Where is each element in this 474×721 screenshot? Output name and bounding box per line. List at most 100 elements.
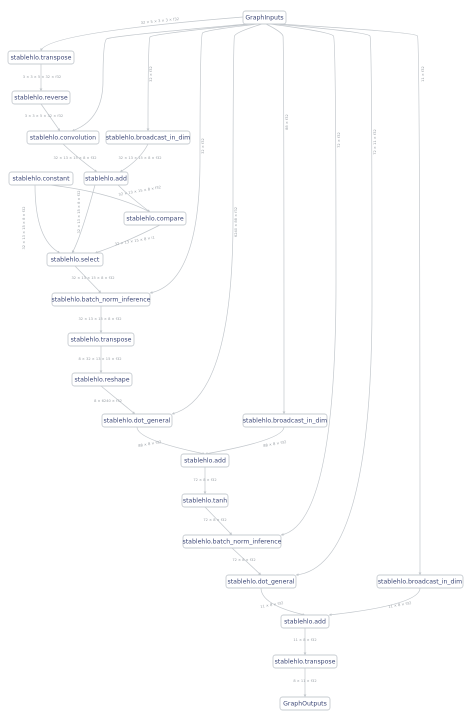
node-dot1[interactable]: stablehlo.dot_general [101,413,173,428]
node-label: stablehlo.dot_general [228,579,295,586]
node-constant[interactable]: stablehlo.constant [8,171,74,186]
node-inputs[interactable]: GraphInputs [242,10,287,25]
edge-label-bni1-to-transpose2: 32 × 13 × 15 × 8 × f32 [78,317,121,321]
edge-label-add3-to-transpose3: 11 × 8 × f32 [293,638,316,642]
edge-label-bni2-to-dot2: 72 × 8 × f32 [232,558,255,562]
edge-inputs-to-bni2 [269,23,337,536]
edge-tanh-to-bni2 [204,506,233,536]
node-bni2[interactable]: stablehlo.batch_norm_inference [182,534,282,549]
node-box[interactable] [51,292,151,307]
node-box[interactable] [182,534,282,549]
node-label: stablehlo.transpose [71,337,132,344]
node-label: stablehlo.add [284,619,326,626]
node-tanh[interactable]: stablehlo.tanh [181,493,229,508]
node-label: stablehlo.dot_general [104,418,171,425]
edge-select-to-bni1 [74,265,102,294]
node-label: stablehlo.batch_norm_inference [183,539,282,546]
node-reshape[interactable]: stablehlo.reshape [71,372,133,387]
node-box[interactable] [279,696,331,711]
node-box[interactable] [181,493,229,508]
node-label: stablehlo.broadcast_in_dim [106,135,190,142]
node-box[interactable] [123,211,187,226]
node-label: stablehlo.constant [12,176,70,183]
edge-bcast2-to-add2 [204,426,285,455]
node-box[interactable] [71,372,133,387]
node-reverse[interactable]: stablehlo.reverse [11,90,71,105]
edge-bcast1-to-add1 [119,143,149,173]
edge-label-conv-to-add1: 32 × 13 × 15 × 8 × f32 [53,156,96,160]
node-box[interactable] [46,252,104,267]
node-box[interactable] [11,90,71,105]
edge-reshape-to-dot1 [100,385,136,415]
edges-layer [34,16,422,698]
edge-label-add2-to-tanh: 72 × 8 × f32 [193,478,216,482]
edge-conv-to-add1 [62,143,98,173]
node-label: stablehlo.broadcast_in_dim [243,418,327,425]
edge-inputs-to-dot1 [171,23,263,415]
node-select[interactable]: stablehlo.select [46,252,104,267]
node-box[interactable] [101,413,173,428]
node-box[interactable] [7,50,75,65]
edge-label-constant-to-select: 32 × 13 × 15 × 8 × f32 [22,206,26,249]
edge-label-dot2-to-add3: 11 × 8 × f32 [260,601,284,609]
node-add3[interactable]: stablehlo.add [280,614,330,629]
edge-dot1-to-add2 [136,426,206,455]
node-box[interactable] [26,130,100,145]
nodes-layer: GraphInputs stablehlo.transpose stablehlo.… [7,10,464,711]
node-transpose2[interactable]: stablehlo.transpose [67,332,135,347]
node-transpose3[interactable]: stablehlo.transpose [272,654,338,669]
node-label: stablehlo.reshape [74,377,129,384]
edge-label-add1-to-select: 32 × 13 × 15 × 8 × f32 [77,190,81,233]
node-bcast1[interactable]: stablehlo.broadcast_in_dim [105,130,191,145]
node-box[interactable] [242,413,328,428]
node-box[interactable] [242,10,287,25]
node-compare[interactable]: stablehlo.compare [123,211,187,226]
edge-label-reshape-to-dot1: 8 × 6240 × f32 [94,399,122,403]
node-dot2[interactable]: stablehlo.dot_general [225,574,297,589]
node-bcast3[interactable]: stablehlo.broadcast_in_dim [376,574,464,589]
node-label: stablehlo.add [184,458,226,465]
edge-label-inputs-to-bni2: 72 × f32 [337,132,341,148]
node-label: GraphOutputs [283,701,327,708]
node-transpose1[interactable]: stablehlo.transpose [7,50,75,65]
node-box[interactable] [272,654,338,669]
node-label: stablehlo.transpose [275,659,336,666]
node-label: stablehlo.broadcast_in_dim [378,579,462,586]
edge-label-bcast3-to-add3: 11 × 8 × f32 [388,601,412,609]
node-conv[interactable]: stablehlo.convolution [26,130,100,145]
node-add1[interactable]: stablehlo.add [83,171,129,186]
edge-inputs-to-bcast2 [265,23,286,415]
node-box[interactable] [83,171,129,186]
edge-label-tanh-to-bni2: 72 × 8 × f32 [203,518,226,522]
edge-add1-to-select [71,184,96,254]
node-bni1[interactable]: stablehlo.batch_norm_inference [51,292,151,307]
node-box[interactable] [376,574,464,589]
node-bcast2[interactable]: stablehlo.broadcast_in_dim [242,413,328,428]
node-box[interactable] [180,453,230,468]
edge-dot2-to-add3 [260,587,306,616]
edge-label-transpose1-to-reverse: 3 × 3 × 5 × 32 × f32 [23,75,61,79]
edge-label-inputs-to-bcast3: 11 × f32 [421,66,425,82]
edge-inputs-to-dot2 [273,23,373,577]
edge-label-reverse-to-conv: 3 × 3 × 5 × 32 × f32 [25,114,63,118]
node-label: stablehlo.tanh [183,498,227,505]
edge-label-inputs-to-bni1: 32 × f32 [201,138,205,154]
node-outputs[interactable]: GraphOutputs [279,696,331,711]
node-box[interactable] [280,614,330,629]
edge-label-inputs-to-dot1: 6240 × 88 × f32 [234,207,238,237]
edge-labels-layer: 32 × 5 × 3 × 3 × f32 3 × 3 × 5 × 32 × f32… [22,17,425,683]
edge-label-transpose2-to-reshape: 8 × 32 × 13 × 15 × f32 [78,357,121,361]
node-box[interactable] [67,332,135,347]
node-box[interactable] [225,574,297,589]
edge-label-inputs-to-transpose1: 32 × 5 × 3 × 3 × f32 [141,17,180,25]
node-label: stablehlo.batch_norm_inference [52,297,151,304]
node-box[interactable] [8,171,74,186]
edge-inputs-to-conv [71,23,249,132]
node-label: GraphInputs [245,15,283,22]
node-label: stablehlo.reverse [14,95,68,102]
edge-label-compare-to-select: 32 × 13 × 15 × 8 × i1 [115,236,156,247]
node-box[interactable] [105,130,191,145]
node-add2[interactable]: stablehlo.add [180,453,230,468]
